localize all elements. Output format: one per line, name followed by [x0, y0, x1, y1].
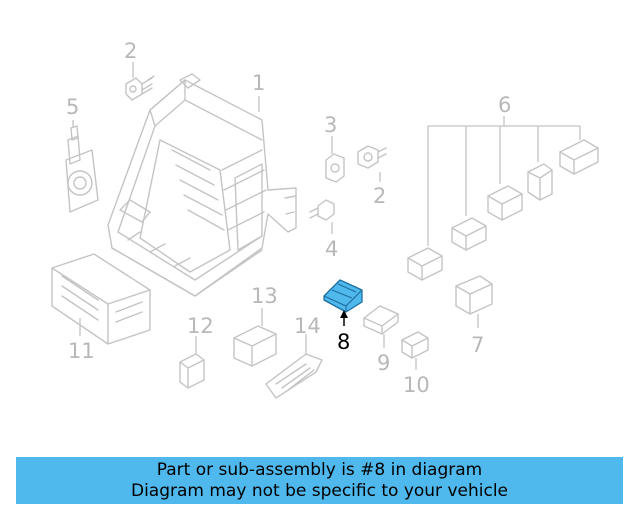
part-6-relay-1	[407, 247, 443, 281]
banner-line-disclaimer: Diagram may not be specific to your vehi…	[130, 481, 508, 501]
part-14-fuse-puller	[265, 353, 323, 399]
callout-8: 8	[337, 330, 350, 354]
part-4-screw	[309, 199, 335, 221]
callout-7: 7	[471, 333, 484, 357]
part-7-relay	[455, 275, 493, 315]
callout-2-lower: 2	[373, 184, 386, 208]
part-11-control-module	[51, 253, 151, 345]
info-banner: Part or sub-assembly is #8 in diagram Di…	[16, 457, 623, 504]
callout-13: 13	[251, 284, 278, 308]
callout-10: 10	[403, 373, 430, 397]
callout-1: 1	[252, 71, 265, 95]
part-12-connector	[179, 353, 205, 389]
callout-2-upper: 2	[124, 39, 137, 63]
callout-5: 5	[66, 95, 79, 119]
banner-line-part: Part or sub-assembly is #8 in diagram	[156, 460, 483, 480]
callout-12: 12	[187, 314, 214, 338]
leader-lines	[72, 62, 581, 370]
part-6-relay-4	[527, 163, 553, 201]
part-13-relay	[233, 325, 277, 367]
part-6-relay-2	[451, 217, 487, 251]
part-5-speaker	[65, 125, 99, 213]
part-8-fuse-highlighted[interactable]	[323, 279, 363, 313]
callout-14: 14	[294, 314, 321, 338]
callout-3: 3	[324, 113, 337, 137]
callout-labels: 2 1 5 3 2 4 6 7 8 9 10 11 12 13 14	[66, 39, 511, 397]
part-2-bolt-lower	[357, 145, 387, 169]
part-9-clip	[363, 305, 399, 335]
part-6-relay-5	[559, 139, 599, 175]
part-10-connector	[401, 331, 429, 359]
part-1-fuse-box-housing	[107, 73, 297, 297]
callout-11: 11	[68, 339, 95, 363]
callout-9: 9	[377, 351, 390, 375]
part-6-relay-3	[487, 185, 523, 221]
part-2-bolt-upper	[125, 75, 155, 101]
parts-diagram: 2 1 5 3 2 4 6 7 8 9 10 11 12 13 14	[51, 39, 599, 399]
callout-4: 4	[325, 237, 338, 261]
part-3-nut	[325, 153, 345, 183]
callout-6: 6	[498, 93, 511, 117]
